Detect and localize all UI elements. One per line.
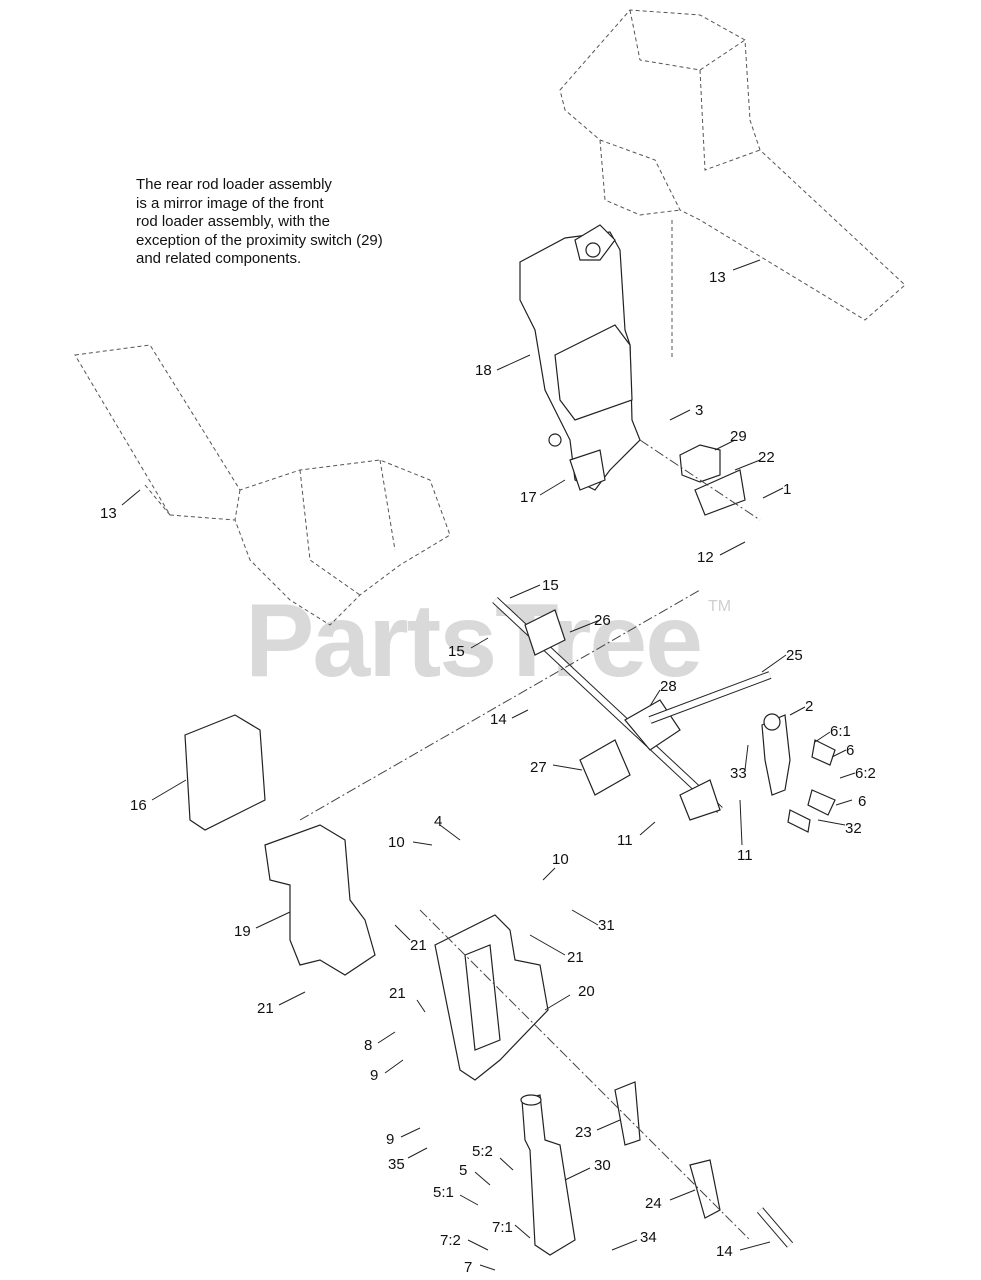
callout-6: 6 xyxy=(846,742,854,759)
note-line: is a mirror image of the front xyxy=(136,194,324,212)
assembly-note: The rear rod loader assembly is a mirror… xyxy=(136,176,456,269)
callout-20: 20 xyxy=(578,983,595,1000)
callout-30: 30 xyxy=(594,1157,611,1174)
callout-14: 14 xyxy=(490,711,507,728)
callout-17: 17 xyxy=(520,489,537,506)
callout-18: 18 xyxy=(475,362,492,379)
callout-27: 27 xyxy=(530,759,547,776)
callout-3: 3 xyxy=(695,402,703,419)
note-line: and related components. xyxy=(136,250,302,267)
part-30-cylinder xyxy=(520,1094,576,1256)
assembly-centerline xyxy=(419,909,751,1241)
callout-21: 21 xyxy=(567,949,584,966)
assembly-centerline xyxy=(299,589,701,821)
callout-8: 8 xyxy=(364,1037,372,1054)
callout-11: 11 xyxy=(617,832,633,849)
callout-1: 1 xyxy=(783,481,791,498)
callout-6-2: 6:2 xyxy=(855,765,876,782)
callout-15: 15 xyxy=(448,643,465,660)
callout-29: 29 xyxy=(730,428,747,445)
callout-labels: 13 13 18 3 29 22 1 17 12 15 26 15 25 28 … xyxy=(100,269,876,1276)
part-18-loader-assembly xyxy=(519,224,641,491)
callout-12: 12 xyxy=(697,549,714,566)
callout-5: 5 xyxy=(459,1162,467,1179)
callout-21: 21 xyxy=(410,937,427,954)
callout-21: 21 xyxy=(389,985,406,1002)
left-frame-ghost xyxy=(74,344,451,626)
callout-16: 16 xyxy=(130,797,147,814)
callout-6-1: 6:1 xyxy=(830,723,851,740)
part-19-plate xyxy=(264,824,376,976)
upper-frame-ghost xyxy=(559,9,906,360)
callout-24: 24 xyxy=(645,1195,662,1212)
callout-35: 35 xyxy=(388,1156,405,1173)
callout-15: 15 xyxy=(542,577,559,594)
callout-11: 11 xyxy=(737,847,753,864)
note-line: The rear rod loader assembly xyxy=(136,176,332,193)
callout-31: 31 xyxy=(598,917,615,934)
part-16-pad xyxy=(184,714,266,831)
callout-9: 9 xyxy=(386,1131,394,1148)
partstree-watermark: PartsTree xyxy=(245,583,703,699)
callout-10: 10 xyxy=(388,834,405,851)
callout-13: 13 xyxy=(100,505,117,522)
trademark-mark: TM xyxy=(708,598,732,615)
part-2-valve xyxy=(761,713,836,833)
callout-2: 2 xyxy=(805,698,813,715)
part-23-24-links xyxy=(614,1081,794,1248)
callout-23: 23 xyxy=(575,1124,592,1141)
part-20-main-arm xyxy=(434,914,549,1081)
callout-5-1: 5:1 xyxy=(433,1184,454,1201)
callout-25: 25 xyxy=(786,647,803,664)
callout-7-1: 7:1 xyxy=(492,1219,513,1236)
callout-7-2: 7:2 xyxy=(440,1232,461,1249)
callout-28: 28 xyxy=(660,678,677,695)
callout-7: 7 xyxy=(464,1259,472,1276)
callout-26: 26 xyxy=(594,612,611,629)
callout-34: 34 xyxy=(640,1229,657,1246)
callout-9: 9 xyxy=(370,1067,378,1084)
callout-13: 13 xyxy=(709,269,726,286)
note-line: rod loader assembly, with the xyxy=(136,213,330,230)
callout-14: 14 xyxy=(716,1243,733,1260)
part-29-22-switch-bracket xyxy=(639,439,761,521)
callout-33: 33 xyxy=(730,765,747,782)
callout-4: 4 xyxy=(434,813,442,830)
note-line: exception of the proximity switch (29) xyxy=(136,231,383,249)
callout-10: 10 xyxy=(552,851,569,868)
callout-5-2: 5:2 xyxy=(472,1143,493,1160)
callout-32: 32 xyxy=(845,820,862,837)
part-25-28-shaft-assembly xyxy=(492,597,772,821)
callout-22: 22 xyxy=(758,449,775,466)
callout-19: 19 xyxy=(234,923,251,940)
callout-6: 6 xyxy=(858,793,866,810)
callout-21: 21 xyxy=(257,1000,274,1017)
leader-lines xyxy=(121,259,856,1271)
